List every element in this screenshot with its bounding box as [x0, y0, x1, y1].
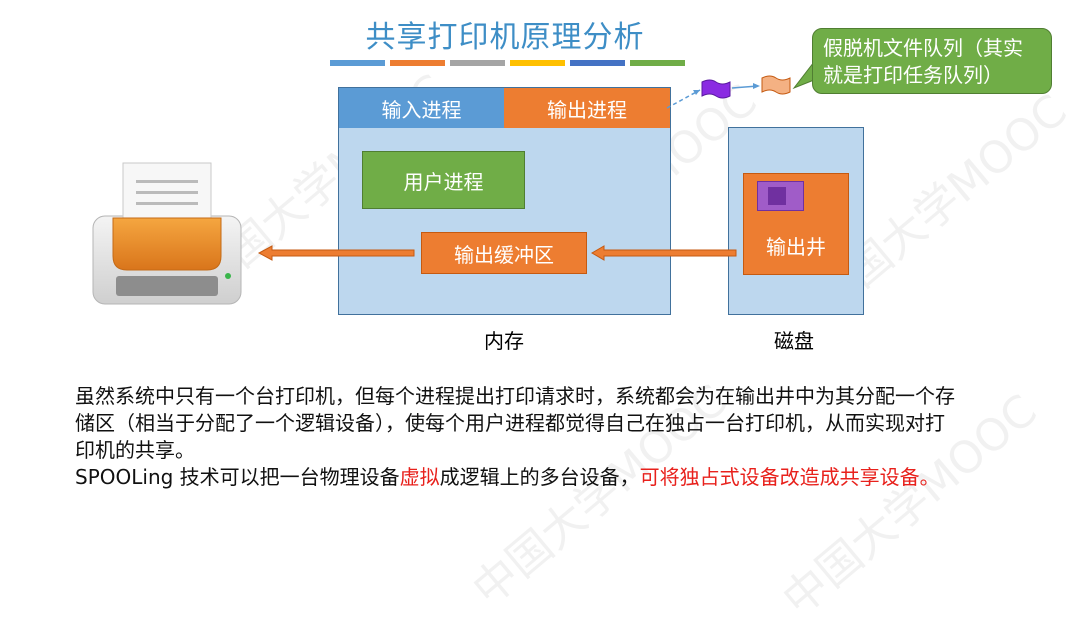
- title-bar-segment: [330, 60, 385, 66]
- explanation-line-2: SPOOLing 技术可以把一台物理设备虚拟成逻辑上的多台设备，可将独占式设备改…: [75, 464, 955, 491]
- arrow-well-to-buffer: [591, 245, 737, 261]
- highlight-conclusion: 可将独占式设备改造成共享设备。: [639, 465, 940, 489]
- arrow-to-queue: [666, 89, 701, 109]
- arrow-to-queue-head: [693, 90, 700, 95]
- output-process-label: 输出进程: [547, 97, 627, 122]
- output-process-box: 输出进程: [504, 88, 670, 128]
- arrow-buffer-to-printer: [257, 245, 415, 261]
- highlight-virtual: 虚拟: [399, 465, 440, 489]
- input-process-label: 输入进程: [381, 97, 462, 122]
- queue-item-peach: [761, 75, 791, 95]
- text-segment: SPOOLing 技术可以把一台物理设备: [75, 465, 400, 489]
- storage-slot: [757, 181, 804, 211]
- title-bar-segment: [510, 60, 565, 66]
- explanation-line-1: 虽然系统中只有一个台打印机，但每个进程提出打印请求时，系统都会为在输出井中为其分…: [75, 384, 955, 462]
- title-bar-segment: [570, 60, 625, 66]
- flow-arrows: [257, 83, 760, 261]
- text-segment: 成逻辑上的多台设备，: [439, 465, 640, 489]
- title-bar-segment: [390, 60, 445, 66]
- title-bar-segment: [630, 60, 685, 66]
- explanation-text: 虽然系统中只有一个台打印机，但每个进程提出打印请求时，系统都会为在输出井中为其分…: [75, 383, 955, 491]
- memory-label: 内存: [484, 329, 524, 353]
- queue-item-purple: [701, 79, 731, 99]
- storage-slot-inner: [768, 187, 786, 205]
- title-bar-segment: [450, 60, 505, 66]
- input-process-box: 输入进程: [339, 88, 504, 128]
- output-well-label: 输出井: [766, 235, 826, 259]
- output-buffer-box: 输出缓冲区: [421, 232, 587, 274]
- user-process-label: 用户进程: [403, 169, 484, 194]
- user-process-box: 用户进程: [362, 151, 525, 209]
- disk-label: 磁盘: [774, 329, 814, 353]
- printer-icon: [88, 158, 248, 308]
- queue-link-head: [753, 83, 760, 89]
- callout-queue: 假脱机文件队列（其实就是打印任务队列）: [812, 28, 1052, 94]
- page-title: 共享打印机原理分析: [365, 20, 645, 55]
- output-buffer-label: 输出缓冲区: [454, 242, 554, 267]
